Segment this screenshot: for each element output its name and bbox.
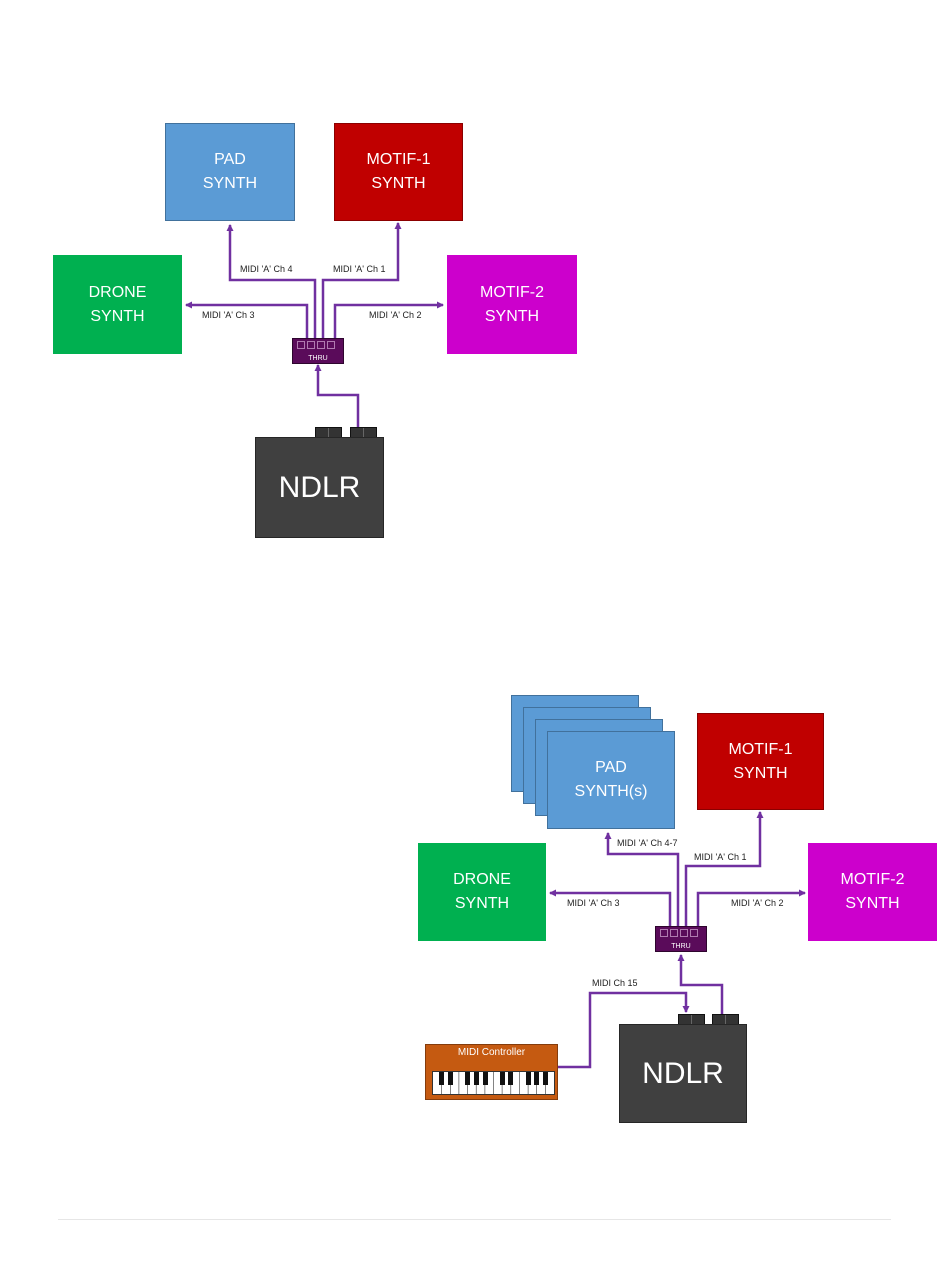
drone-synth-2-line2: SYNTH — [453, 892, 511, 916]
thru-port-3 — [317, 341, 325, 349]
label-motif2-channel: MIDI 'A' Ch 2 — [369, 310, 421, 320]
piano-keys-icon — [432, 1071, 555, 1095]
ndlr-box: NDLR — [255, 437, 384, 538]
pad-synths-line1: PAD — [575, 756, 648, 780]
label2-motif1-channel: MIDI 'A' Ch 1 — [694, 852, 746, 862]
pad-synth-line2: SYNTH — [203, 172, 257, 196]
drone-synth-2-line1: DRONE — [453, 868, 511, 892]
ndlr-label: NDLR — [279, 476, 361, 500]
thru-label: THRU — [293, 355, 343, 362]
drone-synth-line1: DRONE — [89, 281, 147, 305]
thru2-label: THRU — [656, 943, 706, 950]
ndlr2-label: NDLR — [642, 1062, 724, 1086]
midi-controller-keyboard: MIDI Controller — [425, 1044, 558, 1100]
thru2-port-2 — [670, 929, 678, 937]
thru-port-2 — [307, 341, 315, 349]
label-motif1-channel: MIDI 'A' Ch 1 — [333, 264, 385, 274]
motif2-synth-2-line2: SYNTH — [841, 892, 905, 916]
motif1-synth-2-line1: MOTIF-1 — [729, 738, 793, 762]
thru-box-2: THRU — [655, 926, 707, 952]
label-pad-channel: MIDI 'A' Ch 4 — [240, 264, 292, 274]
motif1-synth-line2: SYNTH — [367, 172, 431, 196]
label2-motif2-channel: MIDI 'A' Ch 2 — [731, 898, 783, 908]
label2-pad-channel: MIDI 'A' Ch 4-7 — [617, 838, 677, 848]
pad-synth-line1: PAD — [203, 148, 257, 172]
midi-controller-label: MIDI Controller — [426, 1047, 557, 1058]
thru-port-4 — [327, 341, 335, 349]
thru2-port-4 — [690, 929, 698, 937]
motif2-synth-line1: MOTIF-2 — [480, 281, 544, 305]
thru-port-1 — [297, 341, 305, 349]
pad-synths-line2: SYNTH(s) — [575, 780, 648, 804]
label-drone-channel: MIDI 'A' Ch 3 — [202, 310, 254, 320]
motif1-synth-2-line2: SYNTH — [729, 762, 793, 786]
thru-box: THRU — [292, 338, 344, 364]
thru2-port-3 — [680, 929, 688, 937]
label2-controller-channel: MIDI Ch 15 — [592, 978, 638, 988]
wire-thru-to-pad — [230, 225, 315, 340]
drone-synth-line2: SYNTH — [89, 305, 147, 329]
ndlr-box-2: NDLR — [619, 1024, 747, 1123]
motif1-synth-line1: MOTIF-1 — [367, 148, 431, 172]
motif2-synth-line2: SYNTH — [480, 305, 544, 329]
label2-drone-channel: MIDI 'A' Ch 3 — [567, 898, 619, 908]
thru2-port-1 — [660, 929, 668, 937]
wire-ndlr-to-thru — [318, 365, 358, 427]
footer-divider — [58, 1219, 891, 1220]
motif2-synth-2-line1: MOTIF-2 — [841, 868, 905, 892]
